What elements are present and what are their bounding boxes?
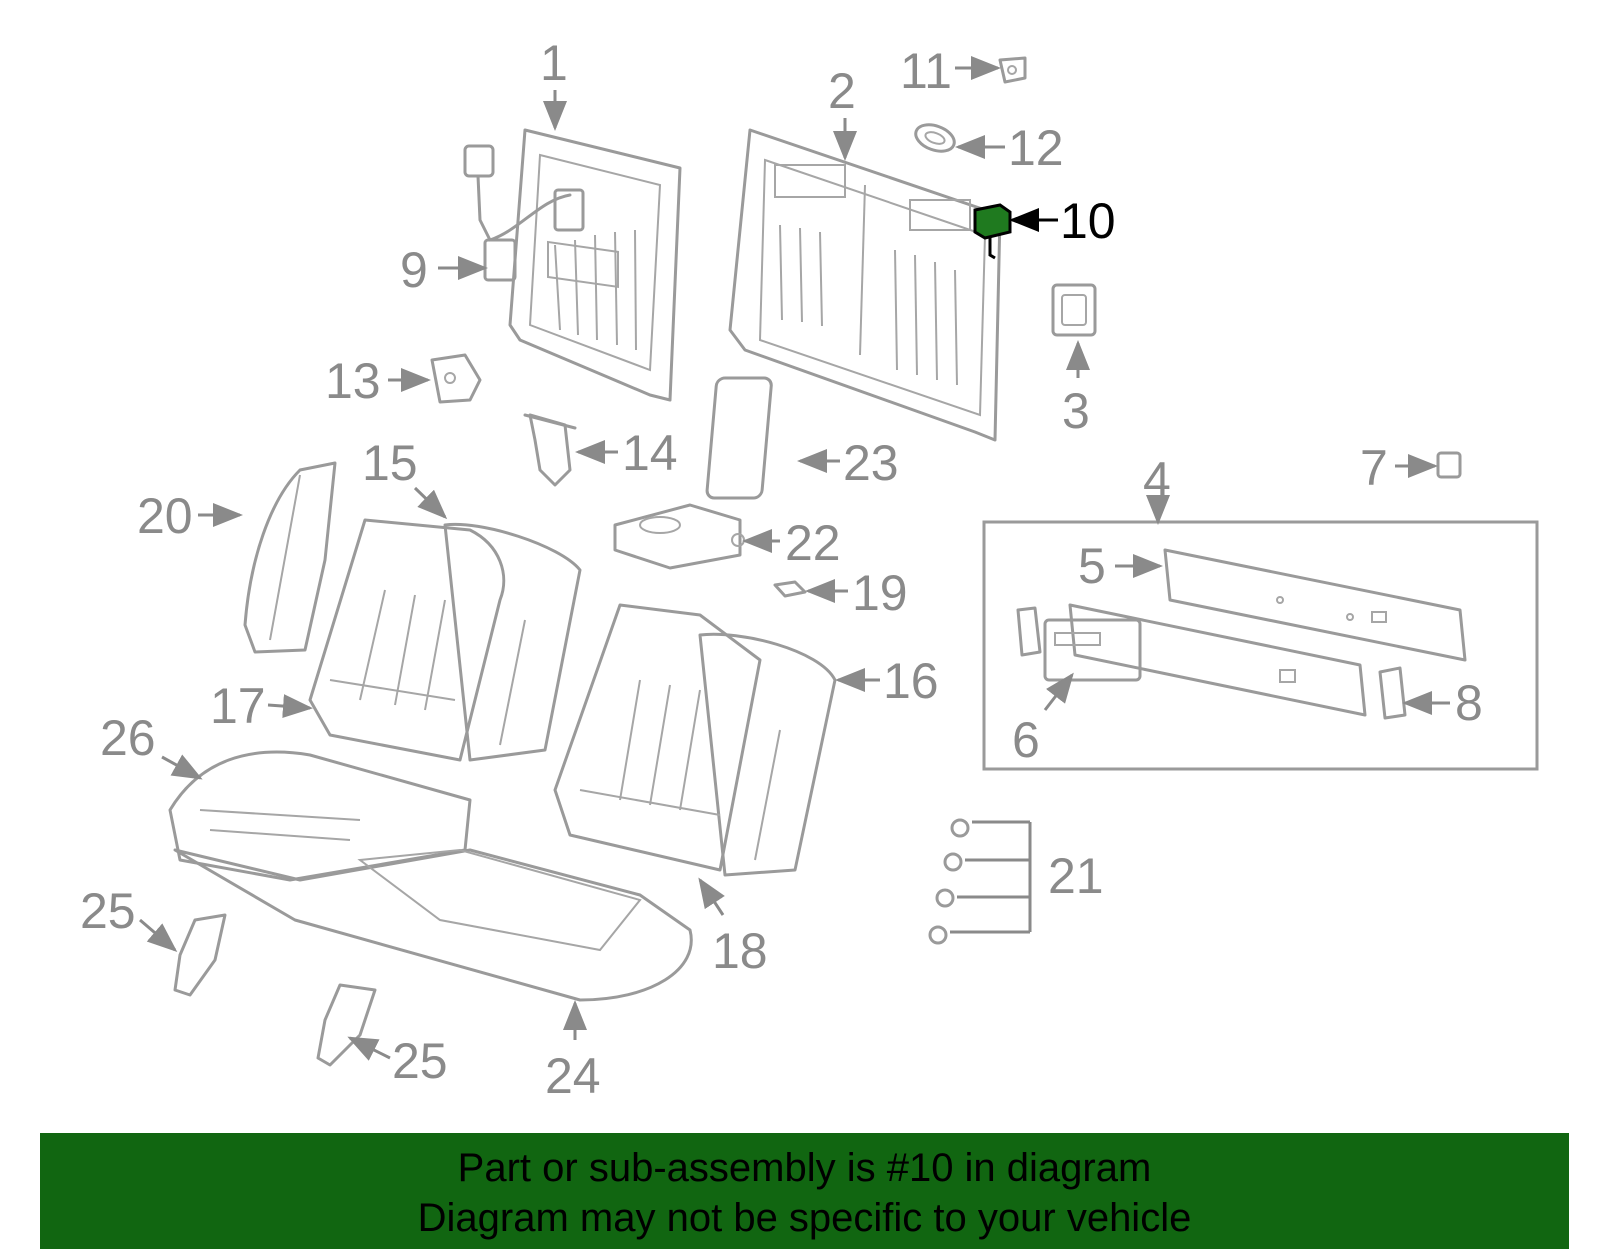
part-5-rail	[1163, 548, 1467, 662]
part-22-armrest	[613, 503, 745, 570]
callout-19: 19	[852, 565, 908, 621]
callout-9: 9	[400, 242, 428, 298]
callout-12: 12	[1008, 120, 1064, 176]
part-9-wiring-harness	[463, 144, 585, 282]
callout-7: 7	[1360, 440, 1388, 496]
part-18-seatback-cushion-right	[553, 603, 762, 872]
callout-6: 6	[1012, 712, 1040, 768]
callout-15: 15	[362, 435, 418, 491]
callout-25-right: 25	[392, 1033, 448, 1089]
part-25-anchor-left	[173, 913, 227, 997]
part-3-bezel	[1051, 283, 1097, 337]
part-26-seat-cushion-cover	[168, 750, 472, 882]
part-24-seat-cushion	[173, 848, 693, 1002]
callout-13: 13	[325, 353, 381, 409]
callout-4: 4	[1143, 452, 1171, 508]
part-7-cap	[1436, 451, 1462, 479]
callout-10: 10	[1060, 193, 1116, 249]
part-13-bracket	[430, 353, 482, 404]
callout-5: 5	[1078, 538, 1106, 594]
callout-17: 17	[210, 678, 266, 734]
part-1-seatback-frame-left	[508, 128, 682, 402]
callout-2: 2	[828, 63, 856, 119]
part-12-grommet	[914, 123, 956, 153]
part-8-bracket	[1378, 666, 1407, 720]
part-17-seatback-cushion-left	[308, 518, 506, 762]
callout-18: 18	[712, 923, 768, 979]
callout-14: 14	[622, 425, 678, 481]
callout-22: 22	[785, 515, 841, 571]
part-15-seatback-cover-left	[443, 522, 582, 762]
part-14-hinge	[523, 413, 577, 487]
callout-23: 23	[843, 435, 899, 491]
callout-labels: 1 2 3 4 5 6 7 8 9 10 11 12 13 14 15 16 1…	[80, 35, 1483, 1104]
leader-arrows	[139, 56, 1450, 1061]
part-16-seatback-cover-right	[698, 632, 837, 877]
part-21-bolts	[928, 818, 1032, 945]
part-6-rail-assembly	[1043, 603, 1367, 717]
callout-11: 11	[900, 43, 952, 99]
callout-26: 26	[100, 710, 156, 766]
info-banner: Part or sub-assembly is #10 in diagram D…	[40, 1133, 1569, 1249]
part-23-armrest-panel	[705, 376, 773, 500]
part-19-clip	[773, 580, 807, 598]
banner-line-1: Part or sub-assembly is #10 in diagram	[457, 1146, 1152, 1190]
part-25-anchor-right	[316, 983, 377, 1067]
callout-21: 21	[1048, 848, 1104, 904]
part-2-seatback-frame-right	[728, 128, 1002, 442]
callout-20: 20	[137, 488, 193, 544]
callout-3: 3	[1062, 383, 1090, 439]
callout-25-left: 25	[80, 883, 136, 939]
callout-8: 8	[1455, 675, 1483, 731]
callout-24: 24	[545, 1048, 601, 1104]
callout-16: 16	[883, 653, 939, 709]
part-11-clip	[998, 56, 1027, 84]
banner-line-2: Diagram may not be specific to your vehi…	[417, 1196, 1192, 1240]
part-4-assembly-box	[982, 520, 1539, 771]
part-6-end-bracket	[1016, 606, 1042, 657]
part-10-highlighted-component	[973, 203, 1012, 260]
callout-1: 1	[540, 35, 568, 91]
part-20-side-bolster	[243, 461, 337, 654]
